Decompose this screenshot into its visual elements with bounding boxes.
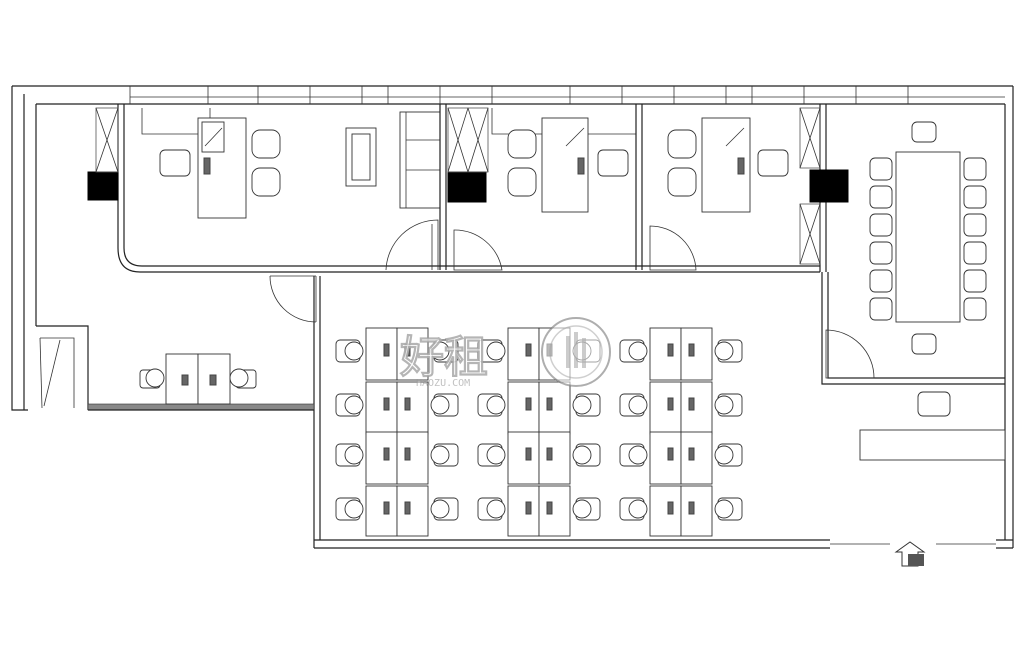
private-office-1 xyxy=(95,107,281,219)
office-chair xyxy=(404,443,459,467)
desk xyxy=(396,485,429,537)
watermark-text: 好租 xyxy=(399,332,488,383)
private-office-3 xyxy=(649,107,821,271)
column xyxy=(447,171,487,203)
desk xyxy=(507,431,540,485)
office-chair xyxy=(335,339,390,363)
desk xyxy=(365,431,398,485)
meeting-table xyxy=(895,151,961,323)
meeting-chair xyxy=(869,269,893,293)
meeting-chair xyxy=(869,213,893,237)
meeting-chair xyxy=(869,241,893,265)
office-chair xyxy=(404,339,459,363)
office-chair xyxy=(619,497,674,521)
office-chair xyxy=(477,497,532,521)
guest-chair xyxy=(251,167,281,197)
meeting-chair xyxy=(911,121,937,143)
desk xyxy=(680,431,713,485)
office-chair xyxy=(335,497,390,521)
desk xyxy=(649,327,682,381)
entrance-arrow-icon xyxy=(894,541,926,567)
desk xyxy=(649,485,682,537)
desk xyxy=(680,327,713,381)
office-chair xyxy=(335,443,390,467)
desk xyxy=(538,431,571,485)
column xyxy=(809,169,849,203)
watermark-subtext: HAOZU.COM xyxy=(416,378,470,389)
desk xyxy=(649,381,682,435)
guest-chair xyxy=(507,167,537,197)
guest-chair xyxy=(667,167,697,197)
guest-chair xyxy=(507,129,537,159)
watermark: 好租 HAOZU.COM xyxy=(399,317,611,389)
desk xyxy=(649,431,682,485)
office-chair xyxy=(546,393,601,417)
desk xyxy=(507,485,540,537)
desk xyxy=(365,327,398,381)
office-chair xyxy=(688,339,743,363)
sofa xyxy=(399,111,441,209)
office-chair xyxy=(477,393,532,417)
meeting-chair xyxy=(963,269,987,293)
office-chair xyxy=(477,339,532,363)
reception-chair xyxy=(917,391,951,417)
office-chair xyxy=(404,497,459,521)
desk xyxy=(507,327,540,381)
desk xyxy=(538,485,571,537)
meeting-chair xyxy=(869,185,893,209)
reception-counter xyxy=(859,429,1006,461)
meeting-chair xyxy=(911,333,937,355)
office-chair xyxy=(619,393,674,417)
small-office-left xyxy=(139,275,317,405)
meeting-chair xyxy=(963,213,987,237)
meeting-chair xyxy=(869,297,893,321)
desk xyxy=(365,381,398,435)
meeting-chair xyxy=(963,185,987,209)
entrance-reception xyxy=(859,391,1006,567)
desk xyxy=(365,485,398,537)
meeting-room xyxy=(821,121,1005,385)
office-chair xyxy=(597,149,629,177)
office-chair xyxy=(688,393,743,417)
meeting-chair xyxy=(963,157,987,181)
office-chair xyxy=(159,149,191,177)
office-chair xyxy=(477,443,532,467)
office-chair xyxy=(688,497,743,521)
reception-sofa-area xyxy=(345,104,447,271)
office-chair xyxy=(335,393,390,417)
office-chair xyxy=(546,443,601,467)
column xyxy=(87,171,119,201)
desk xyxy=(538,381,571,435)
desk xyxy=(396,381,429,435)
office-chair xyxy=(688,443,743,467)
desk xyxy=(396,327,429,381)
meeting-chair xyxy=(963,297,987,321)
office-chair xyxy=(546,497,601,521)
office-chair xyxy=(139,368,189,389)
desk xyxy=(507,381,540,435)
desk xyxy=(396,431,429,485)
desk xyxy=(680,381,713,435)
office-chair xyxy=(209,368,257,389)
guest-chair xyxy=(667,129,697,159)
meeting-chair xyxy=(963,241,987,265)
office-chair xyxy=(619,443,674,467)
office-chair xyxy=(619,339,674,363)
office-chair xyxy=(404,393,459,417)
open-workspace xyxy=(335,327,743,537)
meeting-chair xyxy=(869,157,893,181)
private-office-2 xyxy=(447,104,643,271)
office-chair xyxy=(757,149,789,177)
desk xyxy=(680,485,713,537)
outer-walls xyxy=(11,85,1014,549)
guest-chair xyxy=(251,129,281,159)
